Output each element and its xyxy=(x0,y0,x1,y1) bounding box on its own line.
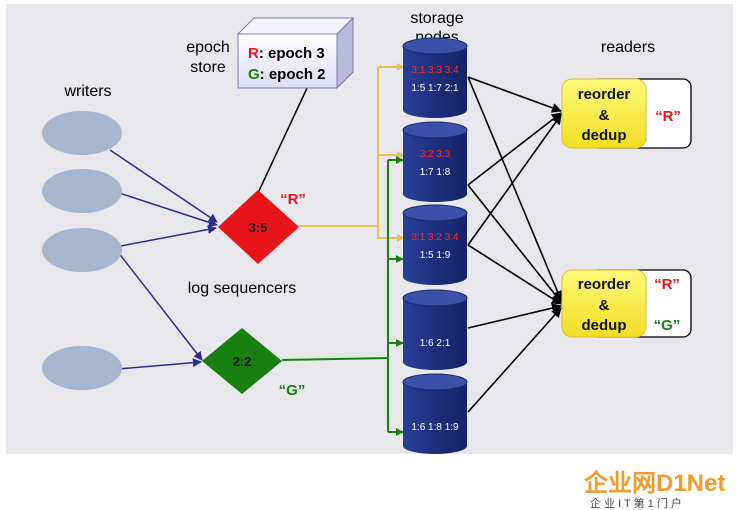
storage-to-reader-arrows xyxy=(467,76,563,413)
reader-2-line2: & xyxy=(599,297,610,314)
writer-node xyxy=(42,111,122,155)
reader-2-tag-r: “R” xyxy=(654,276,680,293)
writer-node xyxy=(42,228,122,272)
writers-label: writers xyxy=(63,83,111,100)
writer-node xyxy=(42,346,122,390)
green-sequencer-value: 2:2 xyxy=(233,354,252,369)
storage-node-records: 1:5 1:9 xyxy=(420,250,451,261)
reader-1: reorder & dedup “R” xyxy=(561,78,692,149)
storage-node-red-records: 3:1 3:2 3:4 xyxy=(411,232,459,243)
storage-node-red-records: 3:1 3:3 3:4 xyxy=(411,65,459,76)
red-sequencer-tag: “R” xyxy=(280,191,306,208)
storage-nodes-group: 3:1 3:3 3:4 1:5 1:7 2:1 3:2 3:3 1:7 1:8 3:1 … xyxy=(402,37,468,454)
reader-2: reorder & dedup “R” “G” xyxy=(561,269,692,338)
storage-node-red-records: 3:2 3:3 xyxy=(420,149,451,160)
writer-node xyxy=(42,169,122,213)
storage-node-records: 1:6 2:1 xyxy=(420,338,451,349)
storage-nodes-label-line1: storage xyxy=(410,10,463,27)
storage-node: 3:2 3:3 1:7 1:8 xyxy=(402,121,468,202)
readers-label: readers xyxy=(601,39,655,56)
red-sequencer-fanout xyxy=(297,63,405,242)
storage-node: 1:6 2:1 xyxy=(402,289,468,370)
green-sequencer-tag: “G” xyxy=(279,382,306,399)
logo-subtext: 企 业 I T 第 1 门 户 xyxy=(590,496,682,510)
epoch-store-box: R: epoch 3 G: epoch 2 xyxy=(236,16,355,90)
epoch-store-label-line2: store xyxy=(190,59,226,76)
storage-node: 3:1 3:3 3:4 1:5 1:7 2:1 xyxy=(402,37,468,118)
d1net-logo: 企业网D1Net 企 业 I T 第 1 门 户 xyxy=(584,469,725,510)
epoch-store-label-line1: epoch xyxy=(186,39,230,56)
reader-2-tag-g: “G” xyxy=(654,317,681,334)
diagram-background xyxy=(6,4,733,454)
storage-node: 1:6 1:8 1:9 xyxy=(402,373,468,454)
reader-2-line1: reorder xyxy=(578,276,631,293)
red-sequencer: 3:5 xyxy=(218,190,299,264)
reader-2-line3: dedup xyxy=(582,317,627,334)
log-sequencers-label: log sequencers xyxy=(188,280,297,297)
logo-text: 企业网D1Net xyxy=(584,469,725,497)
reader-1-tag-r: “R” xyxy=(655,108,681,125)
reader-1-line2: & xyxy=(599,107,610,124)
red-sequencer-value: 3:5 xyxy=(249,220,268,235)
reader-box xyxy=(561,78,647,149)
epoch-line-r: R: epoch 3 xyxy=(248,45,325,62)
epoch-store-link xyxy=(257,85,309,194)
writers-group xyxy=(42,111,122,390)
storage-node-records: 1:7 1:8 xyxy=(420,167,451,178)
reader-1-line1: reorder xyxy=(578,86,631,103)
green-sequencer-fanout xyxy=(281,156,404,436)
epoch-line-g: G: epoch 2 xyxy=(248,66,326,83)
storage-node-records: 1:5 1:7 2:1 xyxy=(411,83,459,94)
storage-node-records: 1:6 1:8 1:9 xyxy=(411,422,459,433)
writer-arrows xyxy=(109,149,218,370)
reader-1-line3: dedup xyxy=(582,127,627,144)
green-sequencer: 2:2 xyxy=(202,328,282,394)
storage-node: 3:1 3:2 3:4 1:5 1:9 xyxy=(402,204,468,285)
reader-box xyxy=(561,269,647,338)
